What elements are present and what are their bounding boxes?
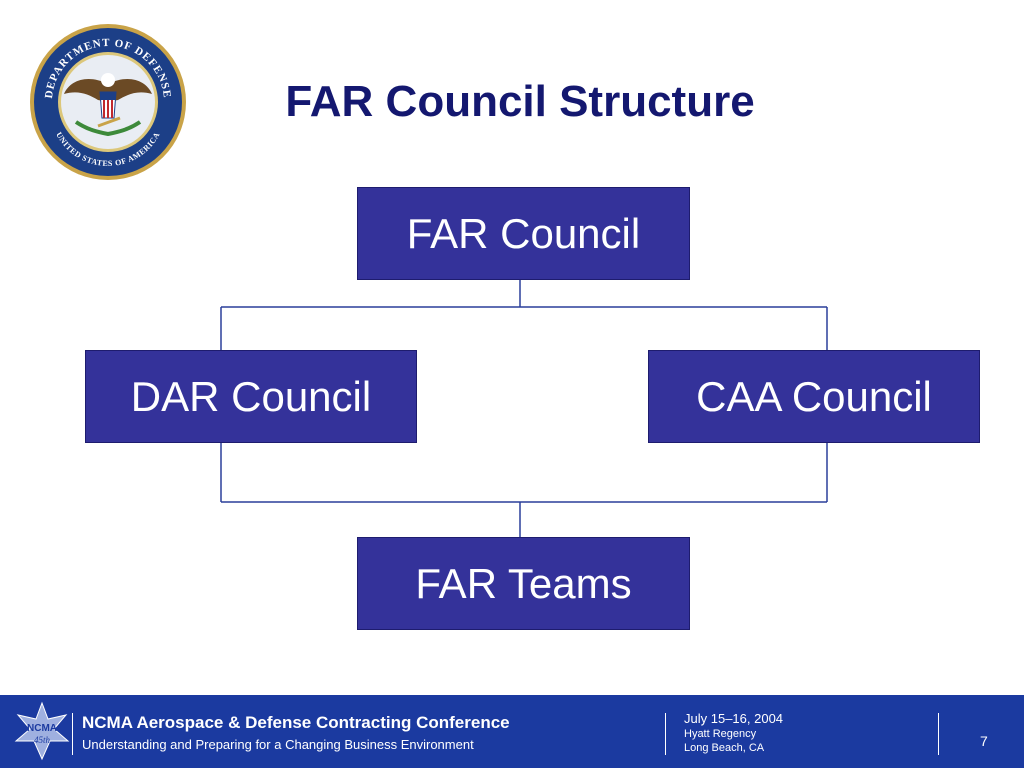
- dar-council-box: DAR Council: [85, 350, 417, 443]
- footer-divider-1: [72, 713, 73, 755]
- footer-location: Long Beach, CA: [684, 742, 765, 754]
- page-number: 7: [980, 733, 988, 749]
- far-teams-box: FAR Teams: [357, 537, 690, 630]
- ncma-logo-text: NCMA: [27, 723, 57, 734]
- caa-council-box: CAA Council: [648, 350, 980, 443]
- footer-conference-subtitle: Understanding and Preparing for a Changi…: [82, 737, 474, 752]
- slide-title: FAR Council Structure: [285, 77, 755, 126]
- far-council-box: FAR Council: [357, 187, 690, 280]
- ncma-logo-anniversary: 45th: [34, 735, 51, 745]
- footer-divider-2: [665, 713, 666, 755]
- footer-conference-title: NCMA Aerospace & Defense Contracting Con…: [82, 713, 510, 732]
- ncma-logo: NCMA 45th: [14, 701, 70, 761]
- footer-divider-3: [938, 713, 939, 755]
- footer-venue: Hyatt Regency: [684, 728, 757, 740]
- dod-seal-logo: DEPARTMENT OF DEFENSE UNITED STATES OF A…: [30, 24, 186, 180]
- footer-date: July 15–16, 2004: [684, 711, 784, 726]
- footer-bar: NCMA 45th NCMA Aerospace & Defense Contr…: [0, 695, 1024, 768]
